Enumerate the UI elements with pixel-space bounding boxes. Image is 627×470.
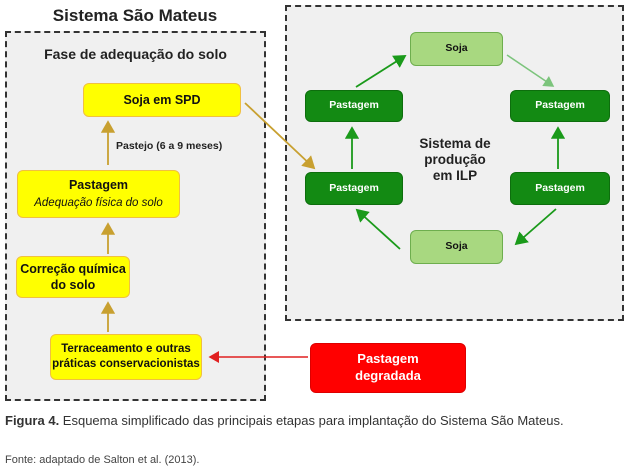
soja-top-label: Soja [445, 42, 468, 55]
arrow-tl-to-soja-top [355, 55, 407, 88]
pastagem-tl-label: Pastagem [329, 99, 379, 112]
arrow-soja-to-ilp [244, 102, 316, 170]
soja-top-box: Soja [410, 32, 503, 66]
soja-spd-box: Soja em SPD [83, 83, 241, 117]
ilp-center-label: Sistema de produção em ILP [400, 136, 510, 185]
terraceamento-line1: Terraceamento e outras [61, 343, 191, 356]
pastejo-label: Pastejo (6 a 9 meses) [116, 140, 223, 152]
phase-heading: Fase de adequação do solo [44, 46, 227, 62]
caption-source: Fonte: adaptado de Salton et al. (2013). [5, 454, 200, 466]
figure-caption: Figura 4. Esquema simplificado das princ… [5, 410, 620, 432]
diagram-title: Sistema São Mateus [52, 6, 218, 25]
correcao-line2: do solo [50, 278, 96, 292]
ilp-line3: em ILP [432, 168, 478, 184]
arrow-br-to-soja-bottom [514, 208, 557, 246]
terraceamento-box: Terraceamento e outras práticas conserva… [50, 334, 202, 380]
pastagem-br-box: Pastagem [510, 172, 610, 205]
pastagem-tl-box: Pastagem [305, 90, 403, 122]
pastagem-degradada-box: Pastagem degradada [310, 343, 466, 393]
pastagem-br-label: Pastagem [535, 181, 585, 194]
ilp-line1: Sistema de [419, 136, 491, 151]
correcao-line1: Correção química [20, 261, 126, 276]
soja-bottom-box: Soja [410, 230, 503, 264]
soja-spd-label: Soja em SPD [123, 92, 201, 107]
ilp-line2: produção [424, 152, 486, 168]
caption-label: Figura 4. [5, 413, 60, 428]
pastagem-tr-label: Pastagem [535, 99, 585, 112]
pastagem-label: Pastagem [68, 177, 129, 192]
terraceamento-line2: práticas conservacionistas [52, 358, 200, 370]
pastagem-box: Pastagem Adequação física do solo [17, 170, 180, 218]
arrow-soja-bottom-to-bl [355, 208, 401, 250]
soja-bottom-label: Soja [445, 240, 468, 253]
caption-text: Esquema simplificado das principais etap… [59, 413, 564, 428]
degradada-line2: degradada [355, 368, 421, 383]
degradada-line1: Pastagem [357, 351, 419, 367]
correcao-box: Correção química do solo [16, 256, 130, 298]
arrow-soja-top-to-tr [506, 54, 555, 87]
pastagem-tr-box: Pastagem [510, 90, 610, 122]
pastagem-subtitle: Adequação física do solo [34, 197, 163, 210]
pastagem-bl-label: Pastagem [329, 181, 379, 194]
pastagem-bl-box: Pastagem [305, 172, 403, 205]
